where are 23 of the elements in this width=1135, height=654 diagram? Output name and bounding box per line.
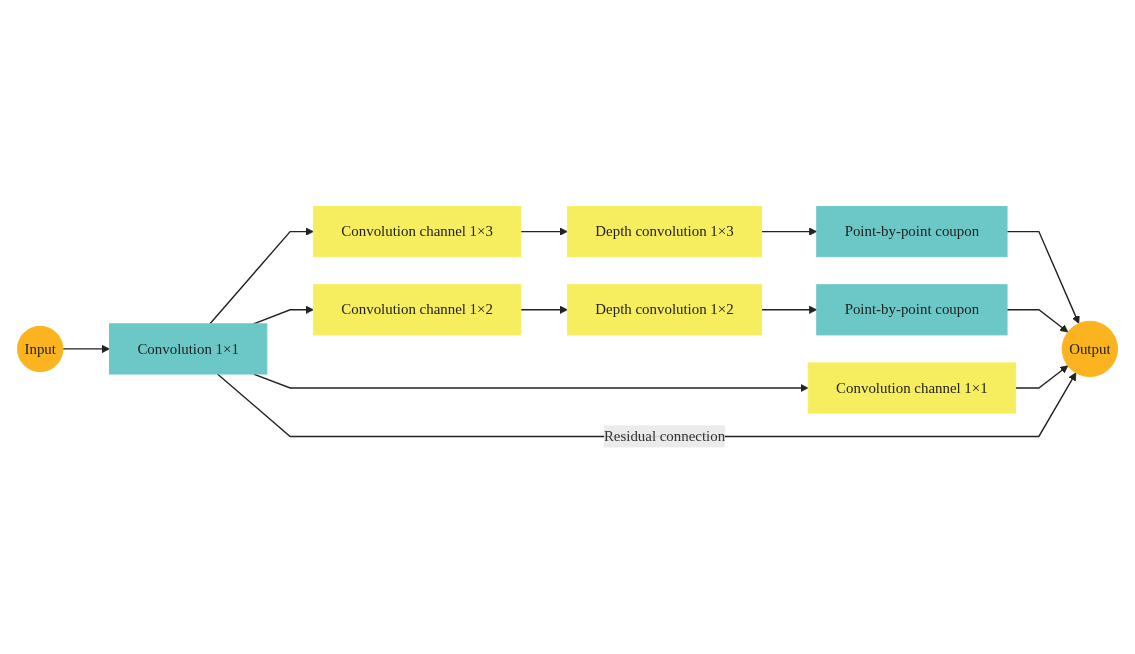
- arrow: [1006, 309, 1069, 333]
- node-box: Depth convolution 1×2: [566, 284, 763, 336]
- arrow: [1014, 365, 1069, 389]
- node-box: Convolution 1×1: [109, 323, 268, 375]
- arrow: [62, 344, 110, 353]
- arrow: [253, 305, 314, 325]
- node-box: Convolution channel 1×1: [807, 362, 1017, 414]
- arrow: [253, 373, 809, 393]
- arrow: [216, 372, 1077, 438]
- node-box: Convolution channel 1×2: [312, 284, 522, 336]
- arrow: [520, 227, 568, 236]
- node-box: Point-by-point coupon: [816, 284, 1008, 336]
- node-circle: Input: [17, 325, 64, 373]
- arrow: [760, 227, 818, 236]
- node-circle: Output: [1061, 320, 1118, 378]
- arrow: [1006, 230, 1080, 324]
- arrow: [209, 227, 314, 325]
- edge-label: Residual connection: [603, 428, 726, 444]
- node-box: Convolution channel 1×3: [312, 205, 522, 258]
- node-box: Depth convolution 1×3: [566, 205, 763, 258]
- arrow: [760, 305, 818, 314]
- node-box: Point-by-point coupon: [816, 205, 1008, 258]
- arrow: [520, 305, 568, 314]
